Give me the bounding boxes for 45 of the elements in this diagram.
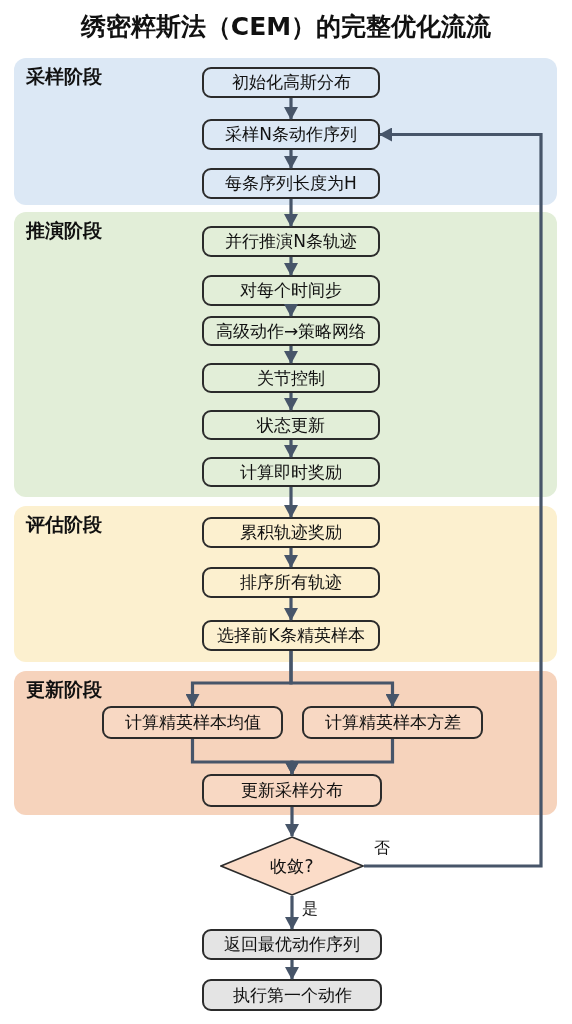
edge-label: 是 bbox=[300, 899, 320, 920]
process-box: 排序所有轨迹 bbox=[202, 567, 380, 598]
arrow bbox=[284, 199, 298, 227]
process-box: 初始化高斯分布 bbox=[202, 67, 380, 98]
process-box: 选择前K条精英样本 bbox=[202, 620, 380, 651]
process-box: 计算精英样本方差 bbox=[302, 706, 483, 739]
process-box: 对每个时间步 bbox=[202, 275, 380, 306]
stage-band bbox=[14, 212, 557, 497]
arrow bbox=[284, 304, 298, 317]
process-box: 更新采样分布 bbox=[202, 774, 382, 807]
arrow bbox=[284, 548, 298, 568]
stage-heading: 评估阶段 bbox=[26, 512, 102, 537]
arrow bbox=[284, 487, 298, 518]
stage-heading: 推演阶段 bbox=[26, 218, 102, 243]
process-box: 累积轨迹奖励 bbox=[202, 517, 380, 548]
arrow bbox=[285, 896, 299, 930]
process-box: 执行第一个动作 bbox=[202, 979, 382, 1011]
process-box: 关节控制 bbox=[202, 363, 380, 393]
stage-band bbox=[14, 58, 557, 205]
process-box: 计算即时奖励 bbox=[202, 457, 380, 487]
process-box: 计算精英样本均值 bbox=[102, 706, 283, 739]
process-box: 高级动作→策略网络 bbox=[202, 316, 380, 346]
arrow bbox=[284, 440, 298, 458]
decision-diamond: 收敛? bbox=[220, 836, 364, 896]
arrow bbox=[285, 960, 299, 980]
arrow bbox=[284, 98, 298, 120]
stage-heading: 采样阶段 bbox=[26, 64, 102, 89]
arrow bbox=[284, 346, 298, 364]
stage-band bbox=[14, 506, 557, 662]
stage-heading: 更新阶段 bbox=[26, 677, 102, 702]
arrow bbox=[284, 393, 298, 411]
stage-band bbox=[14, 671, 557, 815]
arrow bbox=[364, 127, 543, 868]
arrow bbox=[289, 651, 400, 707]
arrow bbox=[285, 739, 395, 775]
process-box: 每条序列长度为H bbox=[202, 168, 380, 199]
process-box: 返回最优动作序列 bbox=[202, 929, 382, 960]
process-box: 采样N条动作序列 bbox=[202, 119, 380, 150]
arrow bbox=[285, 807, 299, 837]
arrow bbox=[284, 257, 298, 276]
arrow bbox=[284, 150, 298, 169]
diagram-title: 绣密粹斯法（CEM）的完整优化流流 bbox=[79, 11, 493, 43]
arrow bbox=[284, 598, 298, 621]
process-box: 状态更新 bbox=[202, 410, 380, 440]
process-box: 并行推演N条轨迹 bbox=[202, 226, 380, 257]
